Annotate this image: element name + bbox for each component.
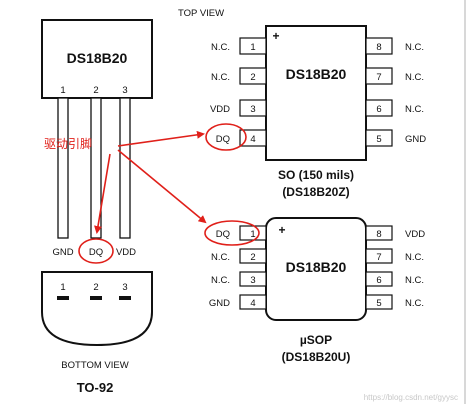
so8-pin-box-1 <box>239 37 267 55</box>
usop-pin-number-1: 1 <box>250 229 255 240</box>
to92-package: DS18B20 1 2 3 GND DQ VDD 1 2 3 BOTTOM VI… <box>41 19 153 395</box>
usop-body <box>265 217 367 321</box>
usop-pin-label-1: DQ <box>216 229 230 240</box>
so8-pin-number-2: 2 <box>250 72 255 83</box>
usop-part-name: DS18B20 <box>286 259 347 275</box>
usop-pin-number-8: 8 <box>376 229 381 240</box>
so8-pin-label-1: N.C. <box>211 42 230 53</box>
to92-pin-number-1: 1 <box>60 85 65 96</box>
usop-pin-number-2: 2 <box>250 252 255 263</box>
highlight-so8-dq <box>205 123 247 151</box>
usop-pin-label-8: VDD <box>405 229 425 240</box>
to92-lead-1 <box>57 97 69 239</box>
to92-pin-label-dq: DQ <box>89 247 103 258</box>
to92-pin-label-gnd: GND <box>52 247 73 258</box>
drive-pin-annotation: 驱动引脚 <box>44 136 92 151</box>
usop-pin-number-6: 6 <box>376 275 381 286</box>
usop-pin-number-4: 4 <box>250 298 255 309</box>
so8-pin-number-8: 8 <box>376 42 381 53</box>
so8-pin-label-8: N.C. <box>405 42 424 53</box>
to92-bottom-pin-number-1: 1 <box>60 282 65 293</box>
usop-pin-label-3: N.C. <box>211 275 230 286</box>
usop-pin-label-4: GND <box>209 298 230 309</box>
arrow-to-usop-dq <box>117 149 207 224</box>
arrow-to-so8-dq <box>117 130 205 147</box>
usop-pin-label-2: N.C. <box>211 252 230 263</box>
red-annotations: 驱动引脚 <box>44 123 260 264</box>
usop-package: + DS18B20 1 2 3 4 DQ N.C. N.C. GND 8 7 6… <box>209 217 425 364</box>
usop-pin-box-5 <box>365 294 393 310</box>
so8-pin-number-6: 6 <box>376 104 381 115</box>
so8-pin-number-1: 1 <box>250 42 255 53</box>
usop-pin-box-8 <box>365 225 393 241</box>
watermark: https://blog.csdn.net/gyysc <box>364 393 458 402</box>
usop-pin-number-5: 5 <box>376 298 381 309</box>
usop-pin-number-7: 7 <box>376 252 381 263</box>
so8-pin-label-2: N.C. <box>211 72 230 83</box>
top-view-label: TOP VIEW <box>178 8 224 19</box>
so8-pin-box-7 <box>365 67 393 85</box>
usop-pin-box-3 <box>239 271 267 287</box>
so8-pin-label-4: DQ <box>216 134 230 145</box>
to92-bottom-pin-2 <box>90 296 102 300</box>
to92-part-name: DS18B20 <box>67 50 128 66</box>
usop-pin-label-7: N.C. <box>405 252 424 263</box>
highlight-to92-dq <box>78 238 114 264</box>
so8-pin-number-7: 7 <box>376 72 381 83</box>
usop-pin-box-2 <box>239 248 267 264</box>
usop-pin-box-6 <box>365 271 393 287</box>
so8-package: + DS18B20 1 2 3 4 N.C. N.C. VDD DQ 8 7 6… <box>210 25 426 199</box>
to92-bottom-pin-1 <box>57 296 69 300</box>
to92-bottom-outline <box>41 271 153 347</box>
usop-pin1-marker: + <box>278 223 285 237</box>
to92-bottom-pin-number-2: 2 <box>93 282 98 293</box>
so8-pin-number-3: 3 <box>250 104 255 115</box>
so8-pin-box-8 <box>365 37 393 55</box>
to92-pin-label-vdd: VDD <box>116 247 136 258</box>
so8-pin1-marker: + <box>272 29 279 43</box>
usop-package-label: µSOP <box>300 333 332 347</box>
so8-pin-label-3: VDD <box>210 104 230 115</box>
so8-body <box>265 25 367 161</box>
arrow-to-to92-dq <box>94 153 111 234</box>
so8-order-label: (DS18B20Z) <box>282 185 349 199</box>
to92-pin-number-2: 2 <box>93 85 98 96</box>
so8-package-label: SO (150 mils) <box>278 168 354 182</box>
to92-lead-3 <box>119 97 131 239</box>
usop-order-label: (DS18B20U) <box>282 350 351 364</box>
so8-pin-number-5: 5 <box>376 134 381 145</box>
so8-pin-label-5: GND <box>405 134 426 145</box>
so8-pin-number-4: 4 <box>250 134 255 145</box>
so8-pin-box-3 <box>239 99 267 117</box>
to92-lead-2 <box>90 97 102 239</box>
to92-pin-number-3: 3 <box>122 85 127 96</box>
to92-bottom-pin-number-3: 3 <box>122 282 127 293</box>
to92-bottom-pin-3 <box>119 296 131 300</box>
so8-pin-box-2 <box>239 67 267 85</box>
so8-pin-box-6 <box>365 99 393 117</box>
so8-pin-label-6: N.C. <box>405 104 424 115</box>
usop-pin-box-7 <box>365 248 393 264</box>
usop-pin-label-5: N.C. <box>405 298 424 309</box>
so8-pin-box-4 <box>239 129 267 147</box>
to92-bottom-view-label: BOTTOM VIEW <box>61 360 128 371</box>
so8-pin-label-7: N.C. <box>405 72 424 83</box>
to92-package-label: TO-92 <box>77 380 114 395</box>
highlight-usop-dq <box>204 220 260 246</box>
usop-pin-box-4 <box>239 294 267 310</box>
usop-pin-label-6: N.C. <box>405 275 424 286</box>
so8-pin-box-5 <box>365 129 393 147</box>
so8-part-name: DS18B20 <box>286 66 347 82</box>
usop-pin-number-3: 3 <box>250 275 255 286</box>
